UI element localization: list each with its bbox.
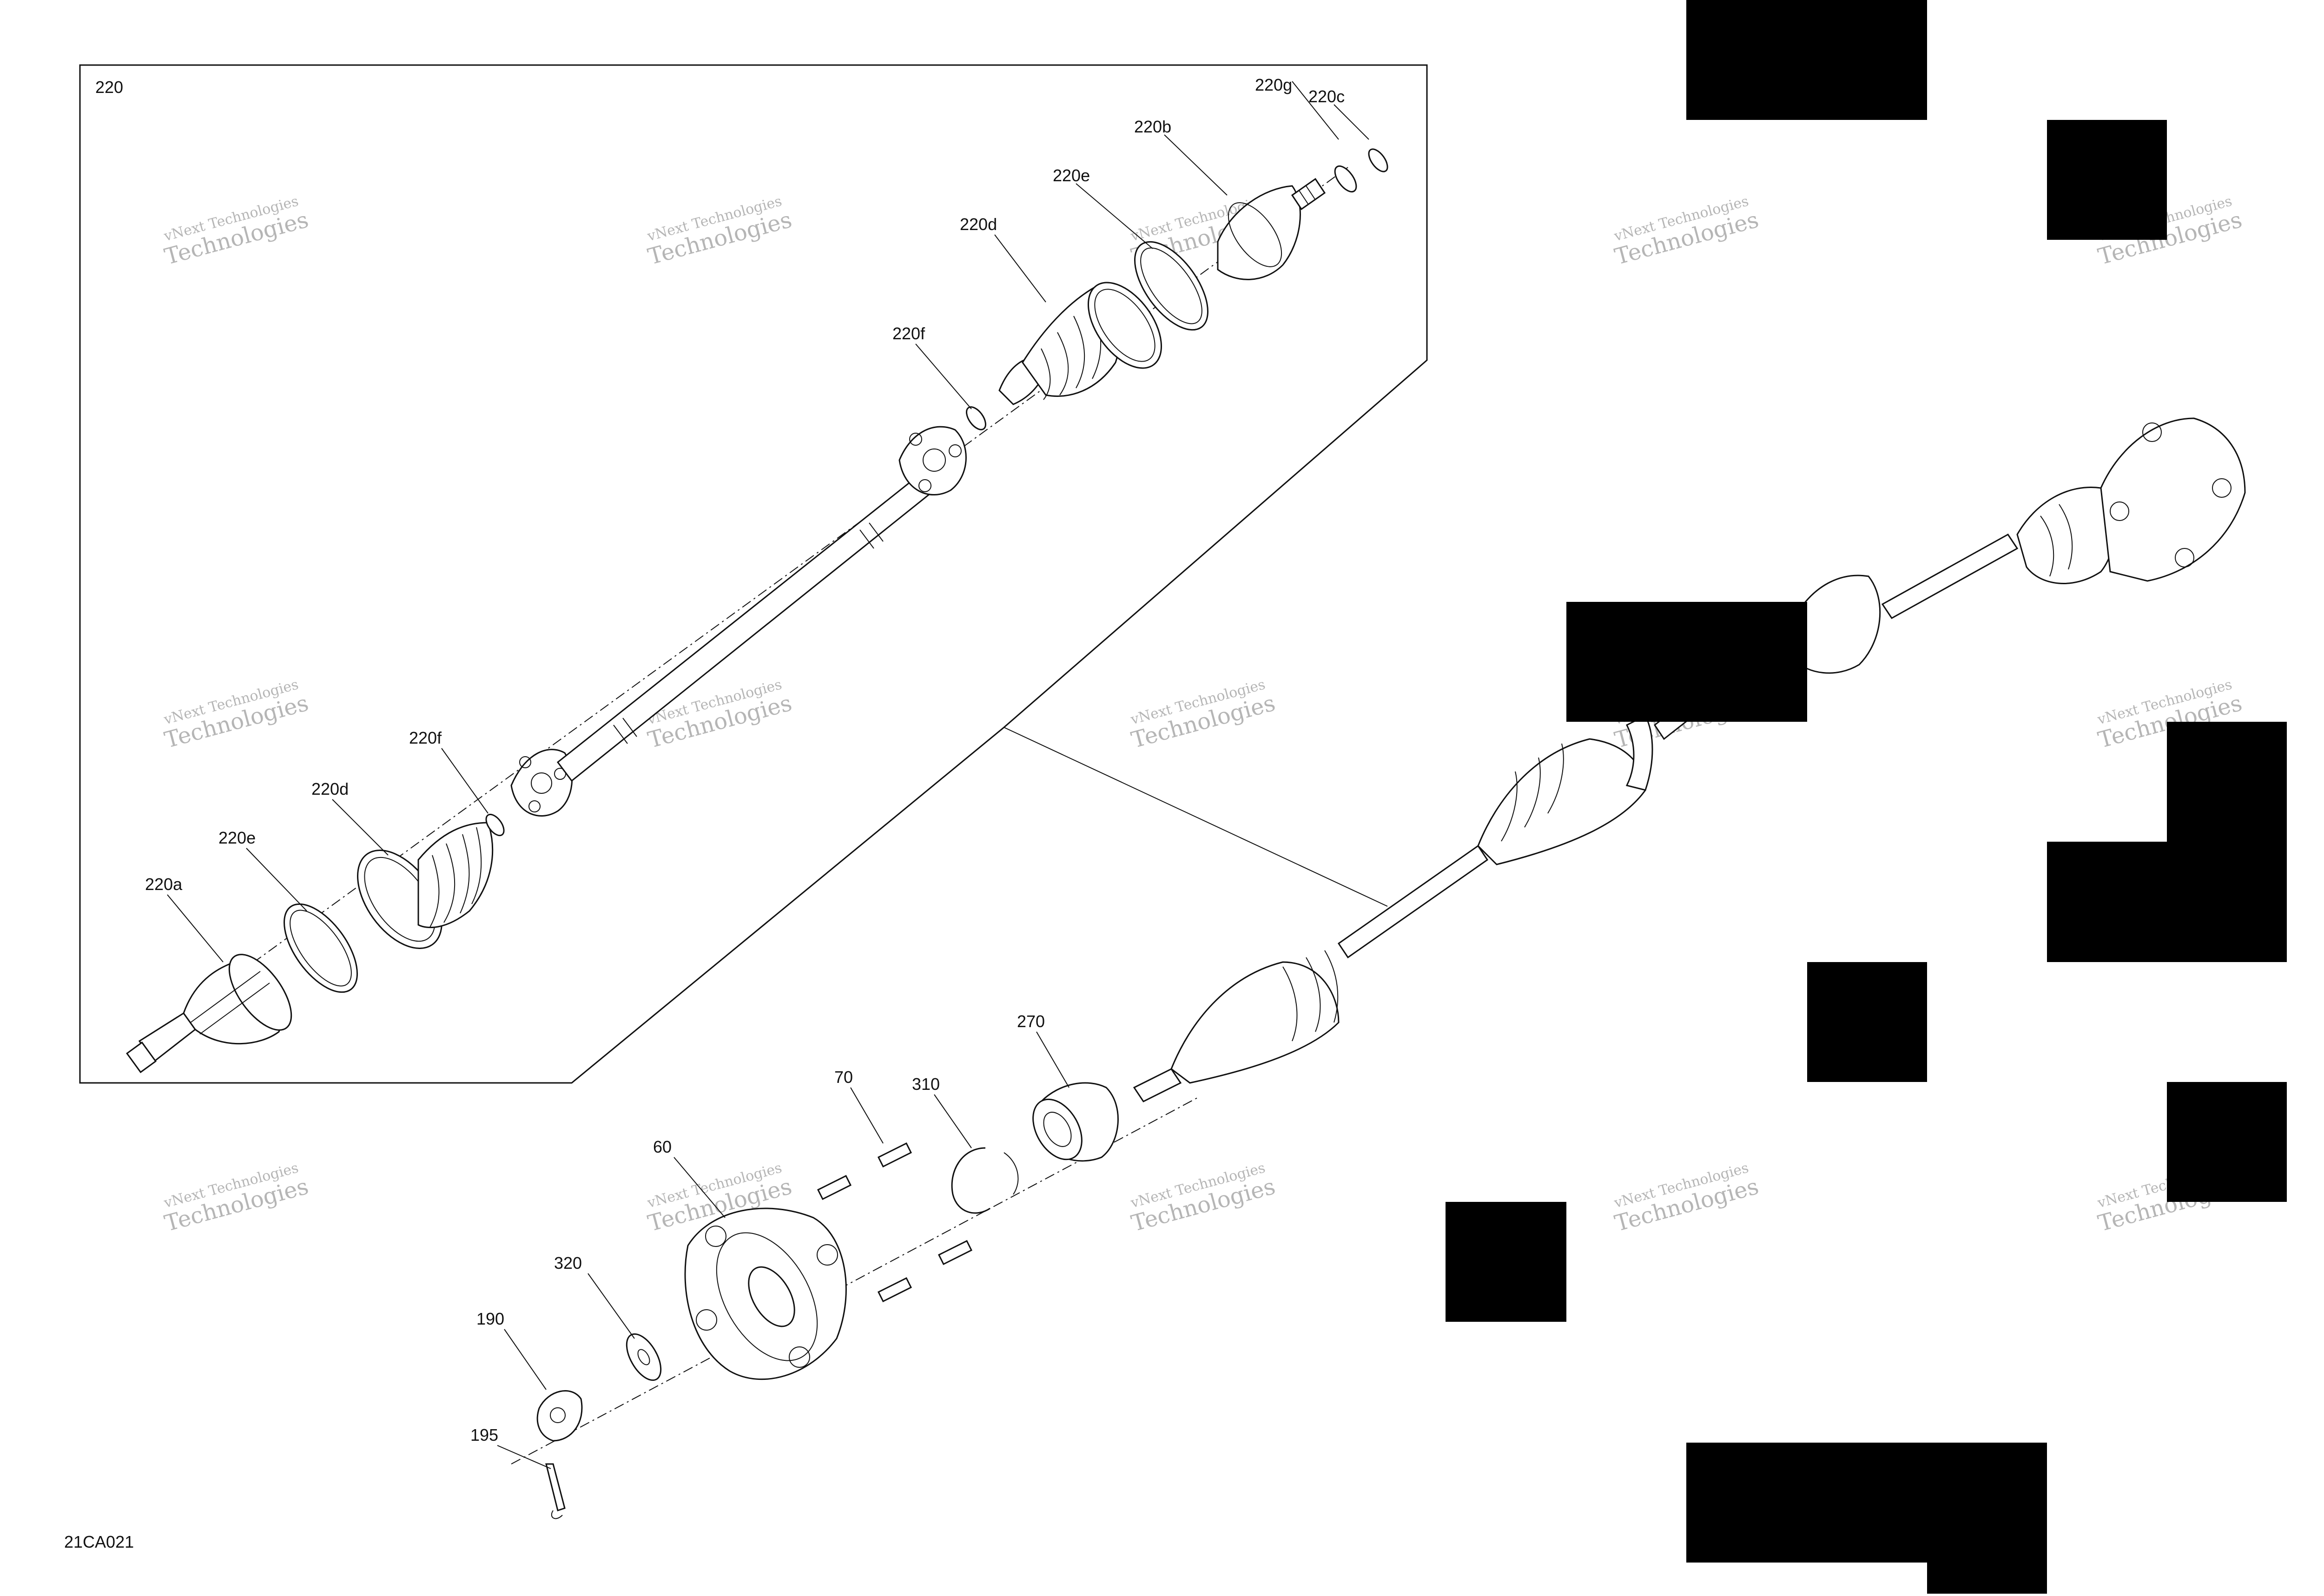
callout-220g: 220g — [1255, 75, 1292, 94]
circlip-310 — [951, 1147, 1019, 1214]
circlip-220c — [1368, 148, 1388, 172]
ring-220f-top — [966, 406, 986, 430]
leader-lines — [167, 81, 1369, 1469]
callout-220f-top: 220f — [892, 324, 925, 343]
boot-220d-bottom — [357, 822, 494, 949]
ring-220g — [1334, 165, 1357, 193]
callout-220c: 220c — [1308, 87, 1345, 106]
inset-frame — [79, 64, 1428, 1084]
callout-220a: 220a — [145, 875, 183, 894]
tripod-bottom — [510, 749, 573, 817]
callout-310: 310 — [912, 1075, 940, 1094]
callout-220e-bottom: 220e — [218, 828, 256, 847]
redaction-blocks — [1446, 0, 2287, 1594]
washer-320 — [626, 1333, 662, 1381]
callout-320: 320 — [554, 1253, 582, 1273]
cv-joint-220a — [126, 954, 292, 1074]
hub-60 — [684, 1207, 847, 1380]
inset-label: 220 — [95, 78, 123, 97]
clamp-220e-top — [1134, 241, 1208, 331]
inset-leader — [1004, 727, 1388, 907]
figure-code: 21CA021 — [64, 1532, 134, 1551]
callout-220d-top: 220d — [960, 215, 997, 234]
studs-70 — [817, 1142, 973, 1303]
callout-220b: 220b — [1134, 117, 1171, 136]
boot-220d-top — [998, 282, 1162, 405]
nut-190 — [536, 1390, 583, 1442]
callout-70: 70 — [834, 1068, 853, 1087]
callout-220f-bottom: 220f — [409, 728, 442, 747]
axle-shaft — [556, 473, 936, 782]
full-axle-assembly — [1133, 417, 2246, 1102]
tripod-top — [898, 426, 967, 495]
bearing-270 — [1032, 1082, 1119, 1162]
callout-195: 195 — [470, 1425, 498, 1444]
callout-220e-top: 220e — [1053, 166, 1090, 185]
clamp-220e-bottom — [284, 903, 358, 993]
callout-220d-bottom: 220d — [311, 779, 349, 798]
housing-220b — [1217, 178, 1326, 280]
callout-60: 60 — [653, 1137, 672, 1156]
cotter-pin-195 — [545, 1463, 566, 1519]
callout-270: 270 — [1017, 1012, 1045, 1031]
ring-220f-bottom — [485, 813, 505, 837]
callout-190: 190 — [476, 1309, 504, 1328]
